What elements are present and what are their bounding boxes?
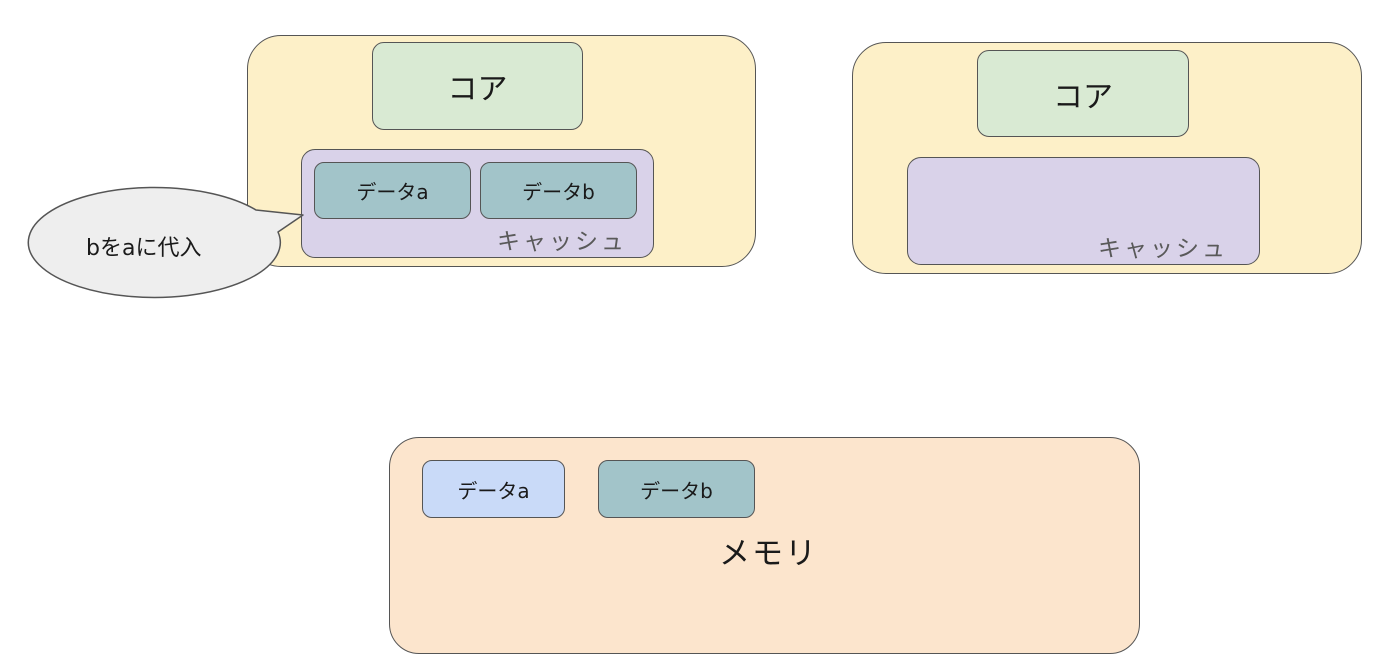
cache-right bbox=[907, 157, 1260, 265]
cache-left-data-b: データb bbox=[480, 162, 637, 219]
cache-left-data-a-label: データa bbox=[356, 180, 429, 204]
core-left: コア bbox=[372, 42, 583, 130]
callout-text: bをaに代入 bbox=[86, 236, 202, 261]
cache-left-data-a: データa bbox=[314, 162, 471, 219]
memory-label: メモリ bbox=[719, 536, 818, 572]
memory-data-b-label: データb bbox=[640, 478, 713, 503]
core-left-label: コア bbox=[447, 72, 508, 107]
core-right: コア bbox=[977, 50, 1189, 137]
cache-left-data-b-label: データb bbox=[522, 180, 595, 204]
memory-data-b: データb bbox=[598, 460, 755, 518]
memory-data-a-label: データa bbox=[457, 478, 530, 503]
cache-left-label: キャッシュ bbox=[497, 229, 627, 255]
cache-right-label: キャッシュ bbox=[1098, 236, 1228, 262]
core-right-label: コア bbox=[1053, 79, 1113, 115]
memory-data-a: データa bbox=[422, 460, 565, 518]
